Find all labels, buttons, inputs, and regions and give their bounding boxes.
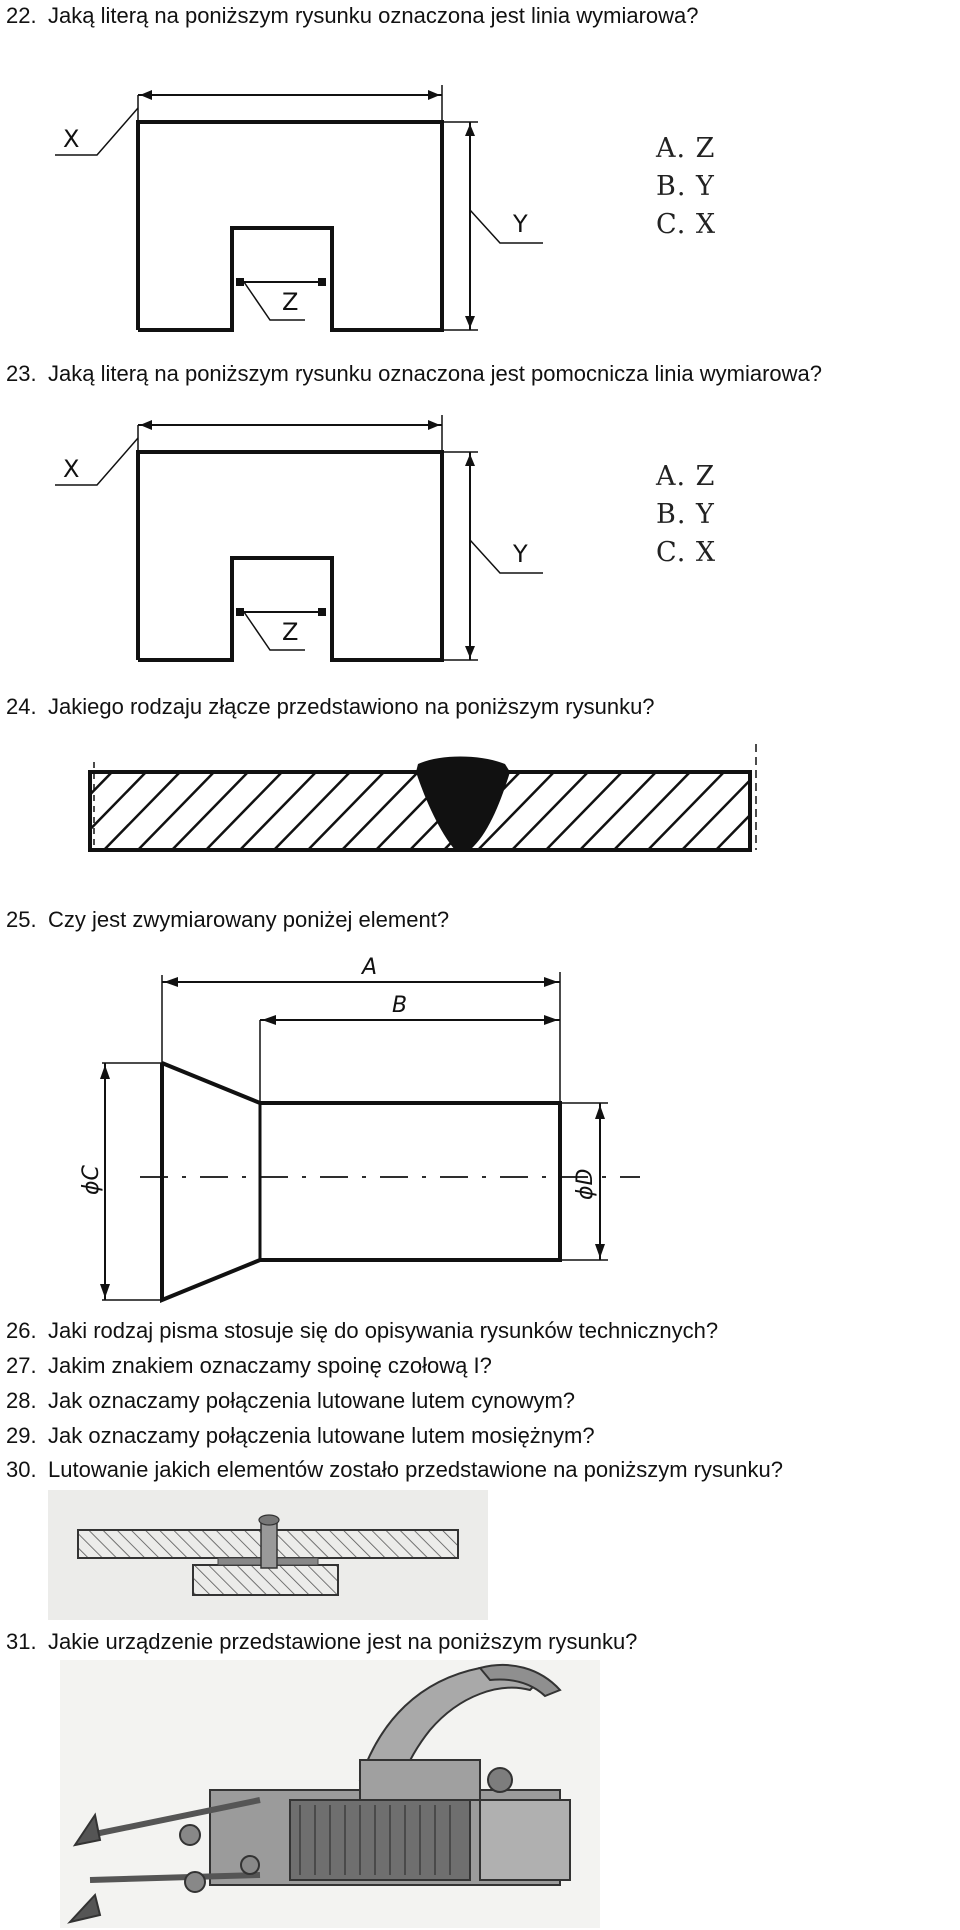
hatch-line [340, 772, 420, 850]
butt-weld-joint-figure [88, 744, 757, 852]
hatch-line [578, 772, 658, 850]
soldered-joint-figure [48, 1490, 488, 1620]
question-number: 30. [6, 1457, 37, 1482]
label-x: X [63, 125, 79, 153]
option-c[interactable]: C. X [656, 209, 717, 240]
question-number: 31. [6, 1629, 37, 1654]
question-28: 28. Jak oznaczamy połączenia lutowane lut… [6, 1387, 575, 1415]
question-text: Jaką literą na poniższym rysunku oznaczo… [48, 361, 823, 386]
question-26: 26. Jaki rodzaj pisma stosuje się do opis… [6, 1317, 718, 1345]
question-number: 23. [6, 361, 37, 386]
question-text: Jak oznaczamy połączenia lutowane lutem … [48, 1423, 595, 1448]
hatch-line [612, 772, 692, 850]
dim-label-c: ϕC [80, 1164, 104, 1195]
option-b[interactable]: B. Y [656, 499, 715, 530]
label-y: Y [512, 540, 528, 568]
question-text: Jakim znakiem oznaczamy spoinę czołową I… [48, 1353, 492, 1378]
hatch-line [544, 772, 624, 850]
dimension-figure-q23: X Y Z [55, 415, 543, 662]
question-number: 28. [6, 1388, 37, 1413]
dim-label-d: ϕD [573, 1169, 598, 1200]
question-29: 29. Jak oznaczamy połączenia lutowane lut… [6, 1422, 595, 1450]
question-number: 27. [6, 1353, 37, 1378]
hatch-line [306, 772, 386, 850]
option-a[interactable]: A. Z [656, 133, 716, 164]
option-b[interactable]: B. Y [656, 171, 715, 202]
option-a[interactable]: A. Z [656, 461, 716, 492]
question-text: Jak oznaczamy połączenia lutowane lutem … [48, 1388, 576, 1413]
hatch-line [272, 772, 352, 850]
options-q23: A. Z B. Y C. X [656, 458, 716, 572]
hatch-line [170, 772, 250, 850]
hatch-line [510, 772, 590, 850]
dim-label-b: B [392, 993, 407, 1018]
hatch-line [204, 772, 284, 850]
question-text: Jakie urządzenie przedstawione jest na p… [48, 1629, 638, 1654]
question-31: 31. Jakie urządzenie przedstawione jest n… [6, 1628, 637, 1656]
dim-label-a: A [360, 955, 377, 980]
hatch-line [680, 778, 750, 850]
question-30: 30. Lutowanie jakich elementów zostało pr… [6, 1456, 783, 1484]
question-23: 23. Jaką literą na poniższym rysunku ozna… [6, 360, 822, 388]
question-number: 24. [6, 694, 37, 719]
label-z: Z [282, 618, 298, 646]
question-number: 22. [6, 3, 37, 28]
label-y: Y [512, 210, 528, 238]
hatch-line [646, 772, 726, 850]
question-22: 22. Jaką literą na poniższym rysunku ozna… [6, 2, 699, 30]
options-q22: A. Z B. Y C. X [656, 130, 716, 244]
question-24: 24. Jakiego rodzaju złącze przedstawiono … [6, 693, 655, 721]
question-text: Jakiego rodzaju złącze przedstawiono na … [48, 694, 655, 719]
option-c[interactable]: C. X [656, 537, 717, 568]
question-25: 25. Czy jest zwymiarowany poniżej element… [6, 906, 449, 934]
spot-welding-device-figure [60, 1660, 600, 1928]
hatch-line [102, 772, 182, 850]
question-text: Jaki rodzaj pisma stosuje się do opisywa… [48, 1318, 719, 1343]
question-text: Lutowanie jakich elementów zostało przed… [48, 1457, 783, 1482]
question-number: 25. [6, 907, 37, 932]
hatch-line [136, 772, 216, 850]
hatch-line [476, 772, 556, 850]
question-number: 29. [6, 1423, 37, 1448]
question-number: 26. [6, 1318, 37, 1343]
label-x: X [63, 455, 79, 483]
dimensioned-part-figure: A B ϕC ϕD [80, 955, 640, 1303]
question-text: Czy jest zwymiarowany poniżej element? [48, 907, 450, 932]
hatch-line [714, 813, 750, 850]
question-27: 27. Jakim znakiem oznaczamy spoinę czołow… [6, 1352, 492, 1380]
hatch-line [90, 772, 148, 832]
label-z: Z [282, 288, 298, 316]
dimension-figure-q22: X Y Z [55, 85, 543, 332]
weld-bead [416, 756, 510, 850]
hatch-line [90, 772, 114, 797]
question-text: Jaką literą na poniższym rysunku oznaczo… [48, 3, 699, 28]
hatch-line [238, 772, 318, 850]
